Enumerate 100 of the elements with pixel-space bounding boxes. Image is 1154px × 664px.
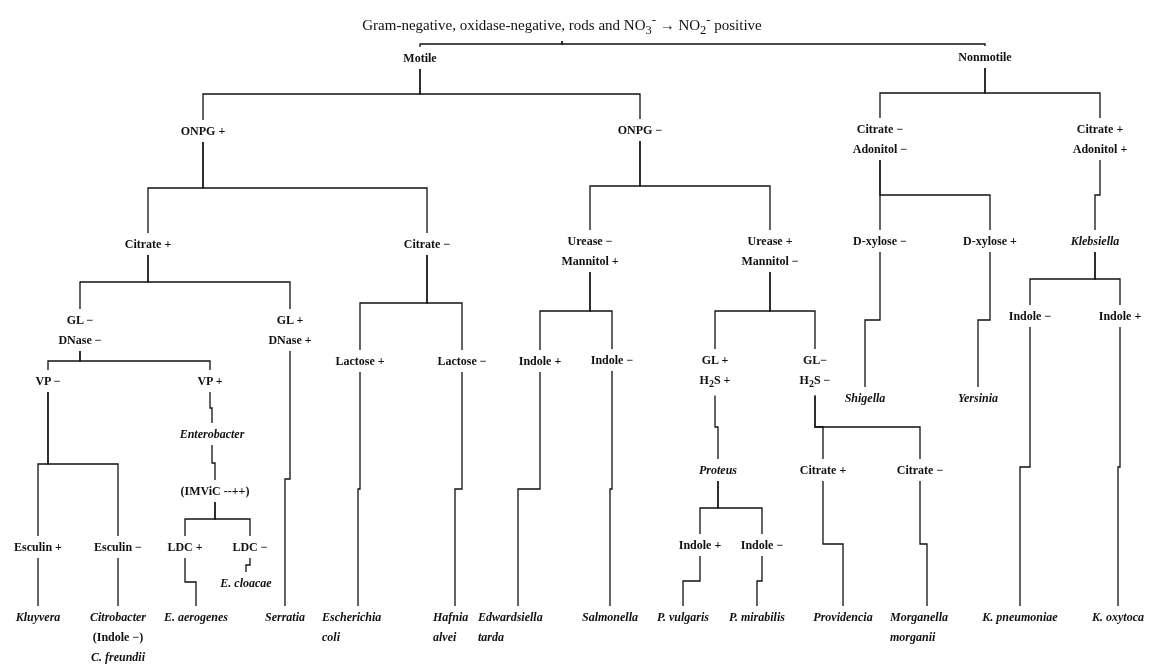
organism-name: Enterobacter <box>179 424 245 444</box>
organism-name: Edwardsiella tarda <box>478 607 558 647</box>
tree-line <box>1117 326 1121 607</box>
test-result-label: DNase − <box>58 332 102 349</box>
test-result-label: Nonmotile <box>958 47 1012 67</box>
tree-line <box>1094 251 1121 306</box>
tree-line <box>47 391 119 537</box>
tree-line <box>79 350 211 371</box>
organism-name: Morganella morganii <box>890 607 964 647</box>
tree-line <box>864 251 881 388</box>
test-result-label: Adonitol + <box>1072 141 1128 158</box>
test-result-label: D-xylose + <box>963 231 1017 251</box>
test-result-label: ONPG + <box>180 121 226 141</box>
tree-line <box>1094 159 1101 231</box>
tree-line <box>561 40 986 47</box>
organism-name: E. cloacae <box>220 573 272 593</box>
test-result-label: Indole + <box>518 351 562 371</box>
test-result-label: Urease + <box>746 233 794 250</box>
test-result-label: Citrate + <box>124 234 172 254</box>
tree-line <box>117 557 119 607</box>
tree-line <box>211 444 216 481</box>
test-result-label: Mannitol − <box>741 253 799 270</box>
test-result-label: (IMViC --++) <box>180 481 250 501</box>
test-result-label: (Indole −) <box>91 629 145 646</box>
tree-line <box>879 159 991 231</box>
tree-line <box>517 371 541 607</box>
tree-line <box>1019 326 1031 607</box>
tree-line <box>984 67 1101 119</box>
test-result-label: Adonitol − <box>852 141 908 158</box>
test-result-label: Mannitol + <box>561 253 619 270</box>
title-text: Gram-negative, oxidase-negative, rods and NO$_{3}$$^{-}$ → NO$_{2}$$^{-}$ positive <box>362 10 762 40</box>
tree-line <box>419 40 563 48</box>
test-result-label: Indole − <box>1008 306 1052 326</box>
organism-name: Kluyvera <box>15 607 61 627</box>
test-result-label: Motile <box>403 48 437 68</box>
tree-line <box>919 480 928 607</box>
test-result-label: Indole − <box>590 350 634 370</box>
organism-name: Escherichia coli <box>322 607 394 647</box>
tree-line <box>202 141 428 234</box>
organism-name: Proteus <box>699 460 737 480</box>
tree-line <box>589 271 613 350</box>
organism-name: Hafnia alvei <box>433 607 477 647</box>
test-result-label: Esculin + <box>14 537 62 557</box>
organism-name: Citrobacter <box>90 609 146 626</box>
test-result-label: Indole + <box>678 535 722 555</box>
organism-name: Serratia <box>265 607 305 627</box>
tree-line <box>184 557 197 607</box>
tree-line <box>357 371 361 607</box>
test-result-label: GL− <box>801 352 829 369</box>
tree-line <box>245 557 251 573</box>
tree-line <box>977 251 991 388</box>
organism-name: P. mirabilis <box>729 607 785 627</box>
test-result-label: Indole − <box>740 535 784 555</box>
test-result-label: Citrate + <box>799 460 847 480</box>
organism-name: Shigella <box>844 388 886 408</box>
tree-line <box>822 480 844 607</box>
test-result-label: LDC + <box>167 537 203 557</box>
test-result-label: H$_{2}$S + <box>699 372 731 392</box>
tree-line <box>214 501 251 537</box>
organism-name: Salmonella <box>582 607 638 627</box>
test-result-label: VP + <box>197 371 223 391</box>
tree-line <box>639 140 771 231</box>
test-result-label: Citrate − <box>896 460 944 480</box>
organism-name: Providencia <box>813 607 873 627</box>
test-result-label: Citrate − <box>403 234 451 254</box>
tree-line <box>37 557 39 607</box>
test-result-label: GL − <box>65 312 95 329</box>
organism-name: P. vulgaris <box>657 607 709 627</box>
tree-line <box>284 350 291 607</box>
organism-name: E. aerogenes <box>164 607 228 627</box>
tree-line <box>769 271 816 350</box>
tree-line <box>419 68 641 120</box>
test-result-label: DNase + <box>268 332 312 349</box>
tree-line <box>682 555 701 607</box>
organism-name: K. oxytoca <box>1092 607 1144 627</box>
organism-name: C. freundii <box>90 649 146 664</box>
test-result-label: Indole + <box>1098 306 1142 326</box>
test-result-label: D-xylose − <box>853 231 907 251</box>
tree-line <box>717 480 763 535</box>
tree-line <box>147 254 291 310</box>
tree-line <box>814 394 921 460</box>
tree-line <box>714 394 719 460</box>
test-result-label: H$_{2}$S − <box>799 372 831 392</box>
tree-line <box>209 391 213 424</box>
organism-name: Yersinia <box>958 388 998 408</box>
test-result-label: Esculin − <box>94 537 142 557</box>
test-result-label: GL + <box>275 312 305 329</box>
tree-line <box>454 371 463 607</box>
test-result-label: Citrate − <box>855 121 905 138</box>
test-result-label: Lactose + <box>335 351 385 371</box>
test-result-label: VP − <box>35 371 61 391</box>
organism-name: K. pneumoniae <box>982 607 1058 627</box>
test-result-label: ONPG − <box>617 120 663 140</box>
tree-line <box>756 555 763 607</box>
test-result-label: LDC − <box>232 537 268 557</box>
test-result-label: Urease − <box>566 233 614 250</box>
tree-line <box>426 254 463 351</box>
test-result-label: GL + <box>700 352 730 369</box>
tree-line <box>609 370 613 607</box>
test-result-label: Citrate + <box>1075 121 1125 138</box>
